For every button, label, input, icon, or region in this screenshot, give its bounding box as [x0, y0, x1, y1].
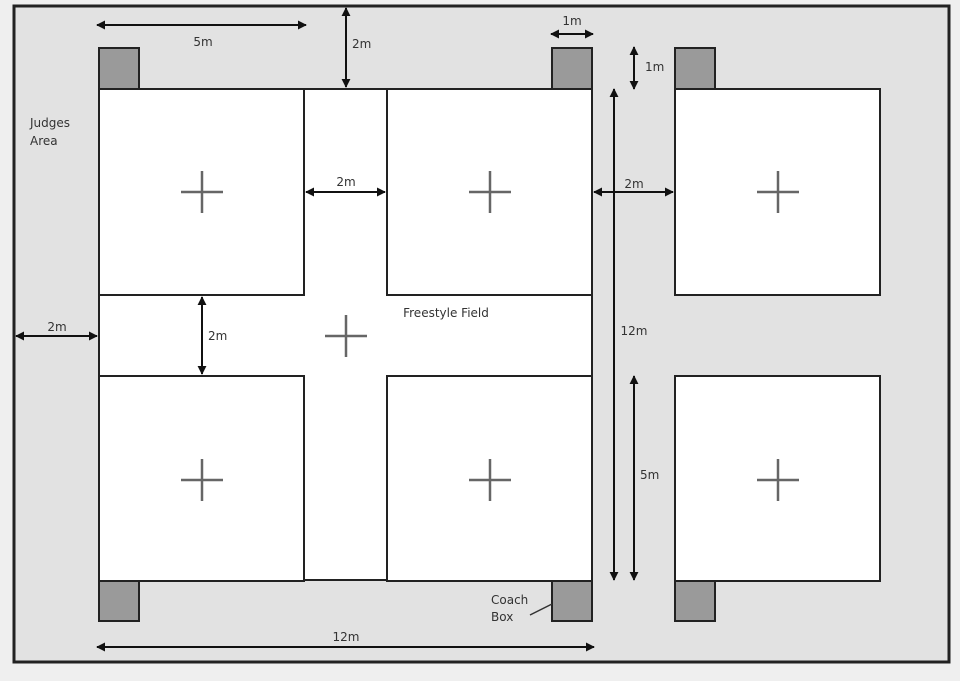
label-coach-box-line2: Box	[491, 610, 513, 624]
label-gap-between-rows-2m: 2m	[208, 329, 227, 343]
center-cross-freestyle	[325, 315, 367, 357]
label-left-edge-2m: 2m	[47, 320, 66, 334]
label-gap-between-fields-2m: 2m	[336, 175, 355, 189]
coach-box-top-left	[98, 47, 140, 90]
label-judges-area-line2: Area	[30, 134, 58, 148]
coach-box-bottom-left	[98, 579, 140, 622]
center-cross-bottom-left	[181, 459, 223, 501]
label-bottom-12m: 12m	[333, 630, 360, 644]
coach-box-top-right	[674, 47, 716, 90]
center-cross-bottom-right	[757, 459, 799, 501]
center-cross-top-middle	[469, 171, 511, 213]
label-judges-area-line1: Judges	[29, 116, 70, 130]
center-cross-bottom-middle	[469, 459, 511, 501]
coach-box-bottom-middle	[551, 579, 593, 622]
label-single-field-5m: 5m	[640, 468, 659, 482]
label-box-height-1m: 1m	[645, 60, 664, 74]
label-box-width-1m: 1m	[562, 14, 581, 28]
coach-box-top-middle	[551, 47, 593, 90]
label-gap-to-right-field-2m: 2m	[624, 177, 643, 191]
coach-box-bottom-right	[674, 579, 716, 622]
label-freestyle-field: Freestyle Field	[403, 306, 489, 320]
center-cross-top-left	[181, 171, 223, 213]
label-top-2m: 2m	[352, 37, 371, 51]
coach-box-pointer	[529, 603, 553, 616]
center-cross-top-right	[757, 171, 799, 213]
label-top-5m: 5m	[193, 35, 212, 49]
label-field-height-12m: 12m	[621, 324, 648, 338]
label-coach-box-line1: Coach	[491, 593, 528, 607]
